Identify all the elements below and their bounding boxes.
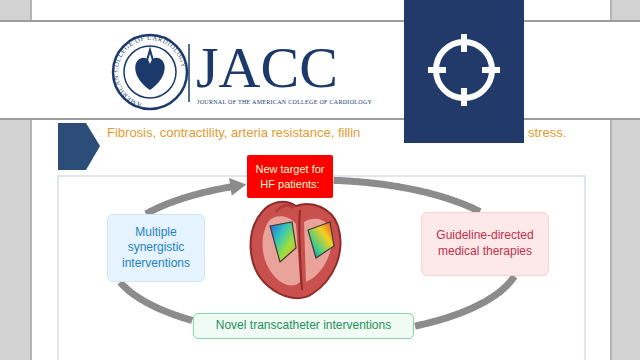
node-text: Guideline-directed medical therapies xyxy=(427,228,543,259)
journal-logo: JACC xyxy=(196,39,338,97)
cycle-connector xyxy=(146,178,246,214)
intervention-box: Multiple synergistic interventions xyxy=(107,214,205,282)
content-frame xyxy=(58,176,585,360)
therapy-box: Guideline-directed medical therapies xyxy=(421,212,549,276)
chevron-marker xyxy=(58,123,100,170)
svg-text:AMERICAN COLLEGE OF CARDIOLOGY: AMERICAN COLLEGE OF CARDIOLOGY xyxy=(112,34,188,109)
node-text: Multiple synergistic interventions xyxy=(113,225,199,272)
transcatheter-band: Novel transcatheter interventions xyxy=(193,313,414,339)
seal-text: AMERICAN COLLEGE OF CARDIOLOGY xyxy=(112,34,188,109)
cycle-connector xyxy=(415,276,514,326)
node-text: Novel transcatheter interventions xyxy=(216,318,391,334)
cycle-connector xyxy=(334,180,480,211)
slide-title: Fibrosis, contractility, arteria resista… xyxy=(107,126,360,139)
journal-subtitle: JOURNAL OF THE AMERICAN COLLEGE OF CARDI… xyxy=(197,99,372,105)
crosshair-icon xyxy=(404,0,524,143)
target-box: New target for HF patients: xyxy=(247,155,333,198)
node-text: New target for HF patients: xyxy=(252,162,328,191)
logo-divider xyxy=(188,44,190,102)
slide-title: stress. xyxy=(528,126,566,139)
target-badge xyxy=(404,0,524,143)
cycle-connector xyxy=(120,282,192,320)
college-seal: AMERICAN COLLEGE OF CARDIOLOGY xyxy=(112,34,188,109)
heart-illustration xyxy=(251,202,341,298)
